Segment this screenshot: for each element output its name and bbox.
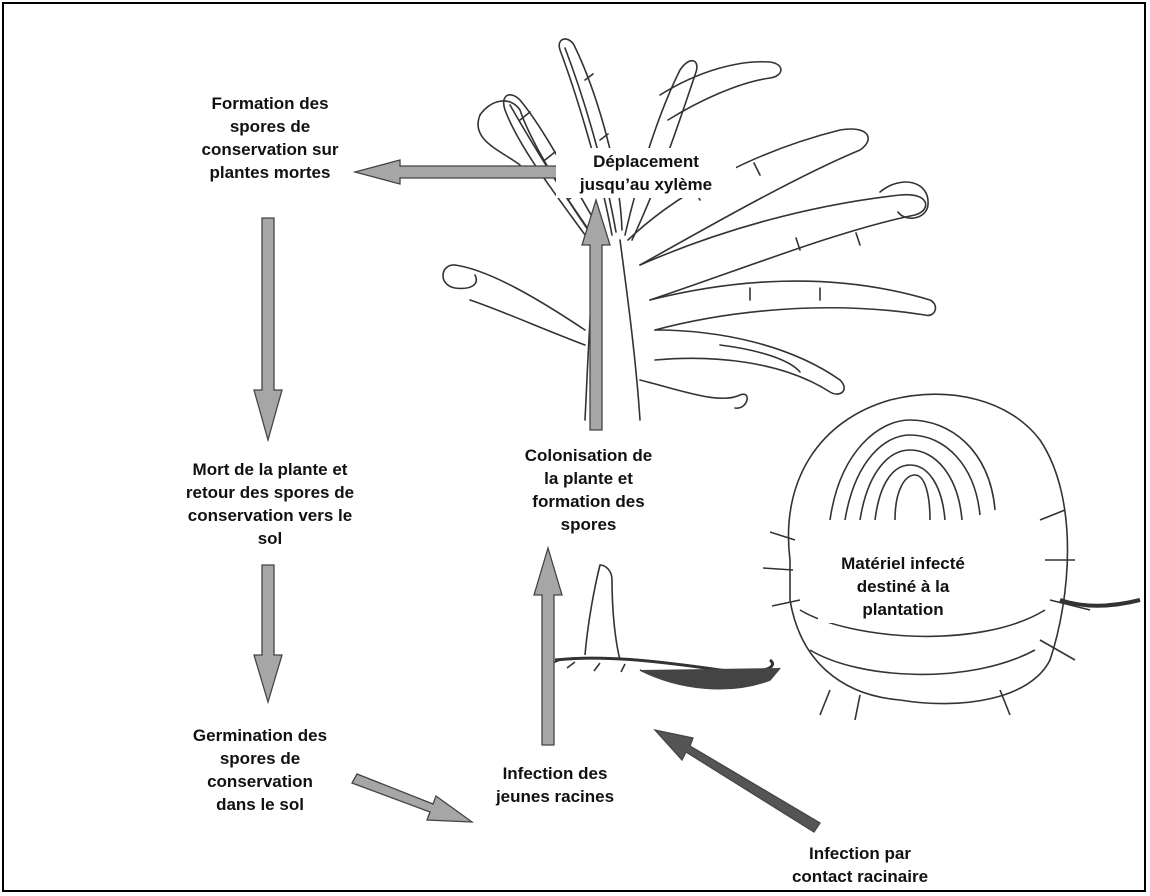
label-infection-jeunes-racines: Infection des jeunes racines [475,760,635,810]
label-colonisation: Colonisation de la plante et formation d… [496,442,681,538]
label-materiel-infecte: Matériel infecté destiné à la plantation [818,550,988,623]
banana-plant-illustration [443,39,935,420]
arrow-to-formation [355,160,558,184]
label-infection-contact: Infection par contact racinaire [760,842,960,888]
young-root-illustration [550,565,780,689]
label-mort-plante: Mort de la plante et retour des spores d… [160,458,380,550]
label-germination: Germination des spores de conservation d… [155,724,365,816]
arrow-mort-to-germination [254,565,282,702]
arrow-formation-to-mort [254,218,282,440]
label-formation-spores: Formation des spores de conservation sur… [165,92,375,184]
arrow-contact-racinaire [655,730,820,832]
arrow-infection-to-colonisation [534,548,562,745]
label-deplacement-xyleme: Déplacement jusqu’au xylème [556,148,736,198]
arrow-germination-to-infection [352,774,472,822]
